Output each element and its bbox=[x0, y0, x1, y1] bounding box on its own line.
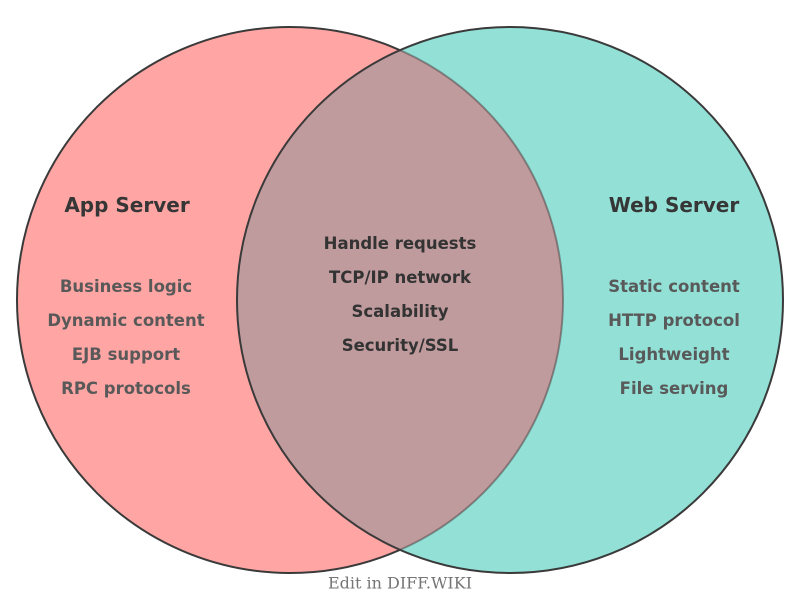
left-set-title: App Server bbox=[64, 193, 190, 217]
right-set-item: Static content bbox=[608, 277, 740, 296]
left-set-item: Business logic bbox=[60, 277, 192, 296]
right-set-item: HTTP protocol bbox=[608, 311, 740, 330]
right-set-title: Web Server bbox=[609, 193, 740, 217]
overlap-item: TCP/IP network bbox=[329, 268, 472, 287]
left-set-item: EJB support bbox=[72, 345, 180, 364]
left-circle-outline-muted bbox=[237, 27, 564, 573]
right-set-item: File serving bbox=[620, 379, 729, 398]
right-set-item: Lightweight bbox=[618, 345, 729, 364]
left-set-item: Dynamic content bbox=[47, 311, 204, 330]
overlap-item: Handle requests bbox=[324, 234, 477, 253]
overlap-item: Security/SSL bbox=[342, 336, 459, 355]
edit-in-diffwiki-link[interactable]: Edit in DIFF.WIKI bbox=[328, 574, 472, 593]
overlap-item: Scalability bbox=[351, 302, 448, 321]
left-set-item: RPC protocols bbox=[61, 379, 191, 398]
right-circle-outline bbox=[236, 26, 784, 574]
overlap-region bbox=[236, 50, 564, 550]
